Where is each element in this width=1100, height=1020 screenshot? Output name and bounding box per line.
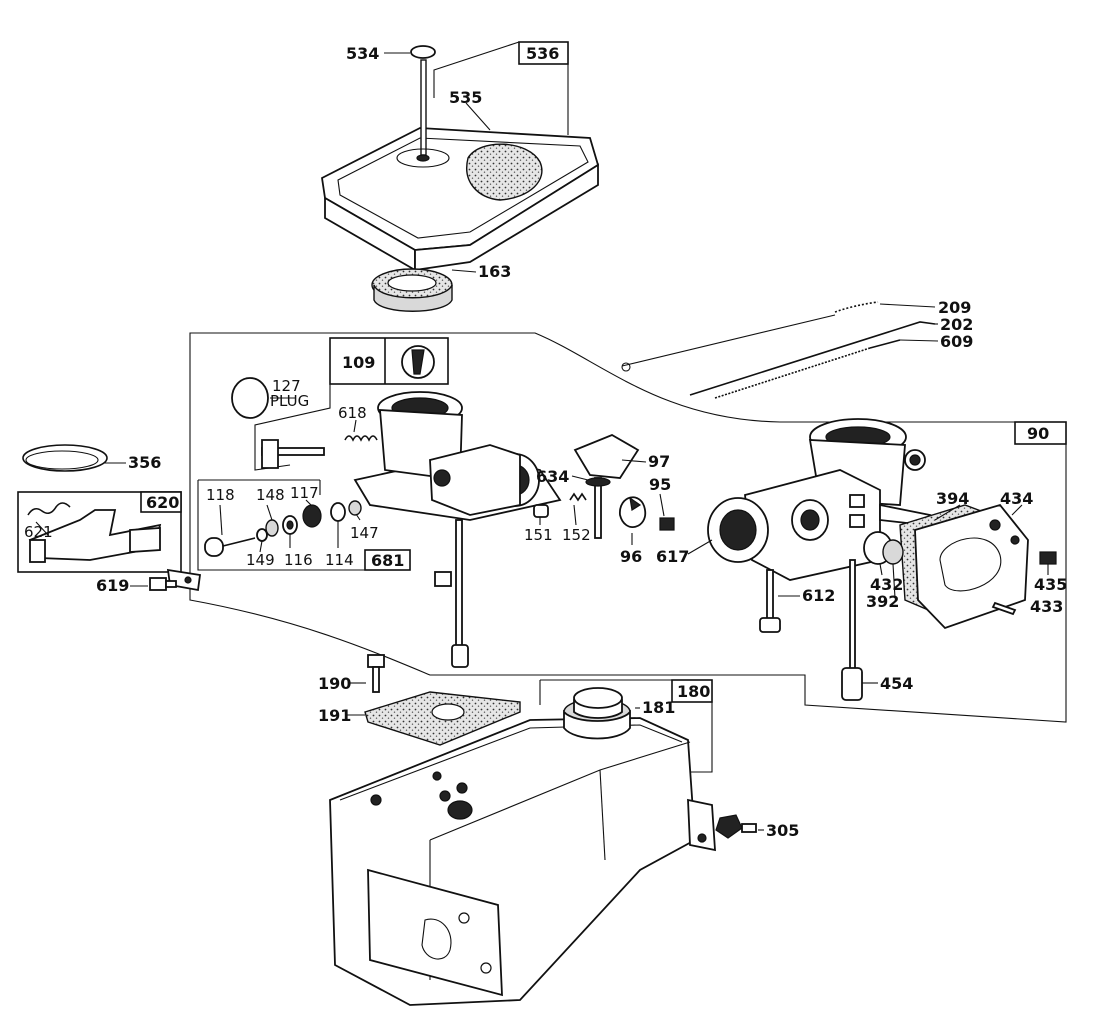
spring-152 <box>569 492 587 502</box>
screw-619 <box>149 577 167 591</box>
label-435: 435 <box>1034 575 1067 594</box>
part-number-labels: 534 536 535 163 209 202 609 109 127 PLUG… <box>24 44 1067 840</box>
carburetor-right-assembly <box>707 418 1057 701</box>
wire-ring-356 <box>22 444 108 472</box>
label-454: 454 <box>880 674 913 693</box>
choke-group-109 <box>231 337 449 471</box>
label-118: 118 <box>206 486 235 504</box>
label-535: 535 <box>449 88 482 107</box>
pin-433 <box>991 601 1017 616</box>
label-97: 97 <box>648 452 670 471</box>
label-95: 95 <box>649 475 671 494</box>
carburetor-body <box>353 391 562 668</box>
knob-534 <box>410 45 436 59</box>
throttle-parts <box>533 434 675 539</box>
screw-95 <box>659 517 675 531</box>
label-190: 190 <box>318 674 351 693</box>
label-681: 681 <box>371 551 404 570</box>
seal-634 <box>585 477 611 487</box>
label-box-180 <box>671 679 713 703</box>
label-621: 621 <box>24 523 53 541</box>
label-534: 534 <box>346 44 379 63</box>
spring-609 <box>714 347 871 399</box>
nut-117 <box>302 504 322 528</box>
label-148: 148 <box>256 486 285 504</box>
screw-151 <box>533 504 549 518</box>
label-619: 619 <box>96 576 129 595</box>
fuel-rod-454 <box>849 559 856 671</box>
washer-147 <box>348 500 362 516</box>
callout-bracket-180 <box>540 679 713 773</box>
label-191: 191 <box>318 706 351 725</box>
filter-element-535 <box>466 143 543 201</box>
screw-shaft-534 <box>420 59 427 156</box>
label-127: 127 <box>272 377 301 395</box>
screw-435 <box>1039 551 1057 565</box>
governor-link-202 <box>689 321 936 396</box>
diaphragm-cover-434 <box>914 503 1029 630</box>
spring-209 <box>834 301 879 313</box>
label-433: 433 <box>1030 597 1063 616</box>
label-434: 434 <box>1000 489 1033 508</box>
label-634: 634 <box>536 467 569 486</box>
screw-305 <box>715 814 743 839</box>
label-152: 152 <box>562 526 591 544</box>
label-432: 432 <box>870 575 903 594</box>
bowl-rod-612 <box>766 569 774 621</box>
spring-618 <box>344 435 378 442</box>
plug-127 <box>231 377 269 419</box>
label-box-536 <box>518 41 569 65</box>
label-356: 356 <box>128 453 161 472</box>
label-617: 617 <box>656 547 689 566</box>
label-149: 149 <box>246 551 275 569</box>
label-620: 620 <box>146 493 179 512</box>
label-609: 609 <box>940 332 973 351</box>
screw-190 <box>367 654 385 668</box>
label-163: 163 <box>478 262 511 281</box>
label-612: 612 <box>802 586 835 605</box>
spring-149 <box>256 528 268 542</box>
label-plug: PLUG <box>270 392 309 410</box>
throttle-shaft-97 <box>573 434 640 479</box>
label-116: 116 <box>284 551 313 569</box>
label-109: 109 <box>342 353 375 372</box>
leader-lines <box>35 52 1049 831</box>
label-305: 305 <box>766 821 799 840</box>
label-536: 536 <box>526 44 559 63</box>
needle-valve-group-681 <box>197 479 411 571</box>
needle-118 <box>204 537 224 557</box>
tank-mounting-bracket <box>367 868 503 997</box>
label-394: 394 <box>936 489 969 508</box>
label-180: 180 <box>677 682 710 701</box>
o-ring-114 <box>330 502 346 522</box>
label-90: 90 <box>1027 424 1049 443</box>
label-151: 151 <box>524 526 553 544</box>
label-147: 147 <box>350 524 379 542</box>
o-ring-392 <box>882 539 904 565</box>
air-cleaner-assembly <box>321 41 600 312</box>
governor-link-line <box>621 314 836 367</box>
label-box-90 <box>1014 421 1067 445</box>
washer-148 <box>265 519 279 537</box>
label-96: 96 <box>620 547 642 566</box>
label-114: 114 <box>325 551 354 569</box>
label-618: 618 <box>338 404 367 422</box>
carburetor-group-outline <box>189 332 1067 723</box>
fuel-pipe <box>455 519 463 651</box>
label-181: 181 <box>642 698 675 717</box>
label-202: 202 <box>940 315 973 334</box>
label-392: 392 <box>866 592 899 611</box>
label-117: 117 <box>290 484 319 502</box>
fuel-tank-assembly <box>329 654 757 1006</box>
label-209: 209 <box>938 298 971 317</box>
linkage-parts <box>621 301 936 399</box>
